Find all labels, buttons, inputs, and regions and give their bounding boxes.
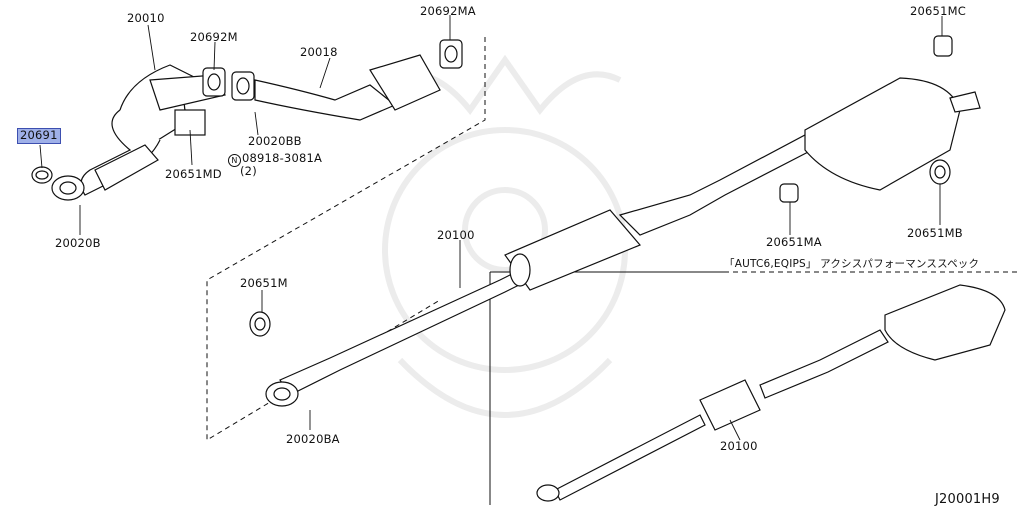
label-20100-upper[interactable]: 20100 bbox=[437, 228, 475, 242]
label-20692MA[interactable]: 20692MA bbox=[420, 4, 476, 18]
label-20692M[interactable]: 20692M bbox=[190, 30, 238, 44]
diagram-code: J20001H9 bbox=[935, 492, 1000, 507]
label-20651MC[interactable]: 20651MC bbox=[910, 4, 966, 18]
label-20651MD[interactable]: 20651MD bbox=[165, 167, 222, 181]
n-prefix-icon: N bbox=[228, 154, 241, 167]
label-20020BB[interactable]: 20020BB bbox=[248, 134, 302, 148]
label-20020BA[interactable]: 20020BA bbox=[286, 432, 340, 446]
label-20018[interactable]: 20018 bbox=[300, 45, 338, 59]
variant-note: 「AUTC6,EQIPS」 アクシスパフォーマンススペック bbox=[724, 258, 980, 270]
center-pipe-20100-upper bbox=[265, 77, 981, 407]
label-20691-highlighted[interactable]: 20691 bbox=[17, 128, 61, 144]
label-20100-lower[interactable]: 20100 bbox=[720, 439, 758, 453]
catalyst-pipe-20018 bbox=[254, 39, 463, 121]
label-20651MB[interactable]: 20651MB bbox=[907, 226, 963, 240]
label-20651M[interactable]: 20651M bbox=[240, 276, 288, 290]
label-20020B[interactable]: 20020B bbox=[55, 236, 101, 250]
label-20651MA[interactable]: 20651MA bbox=[766, 235, 822, 249]
center-pipe-20100-lower bbox=[536, 284, 1006, 502]
label-08918-qty: (2) bbox=[240, 164, 257, 178]
leader-lines bbox=[39, 15, 943, 441]
gaskets-20692M bbox=[202, 67, 255, 101]
front-pipe-20010 bbox=[31, 64, 226, 201]
label-08918-3081A-text: 08918-3081A bbox=[242, 151, 323, 165]
hangers bbox=[249, 35, 953, 337]
label-20010[interactable]: 20010 bbox=[127, 11, 165, 25]
